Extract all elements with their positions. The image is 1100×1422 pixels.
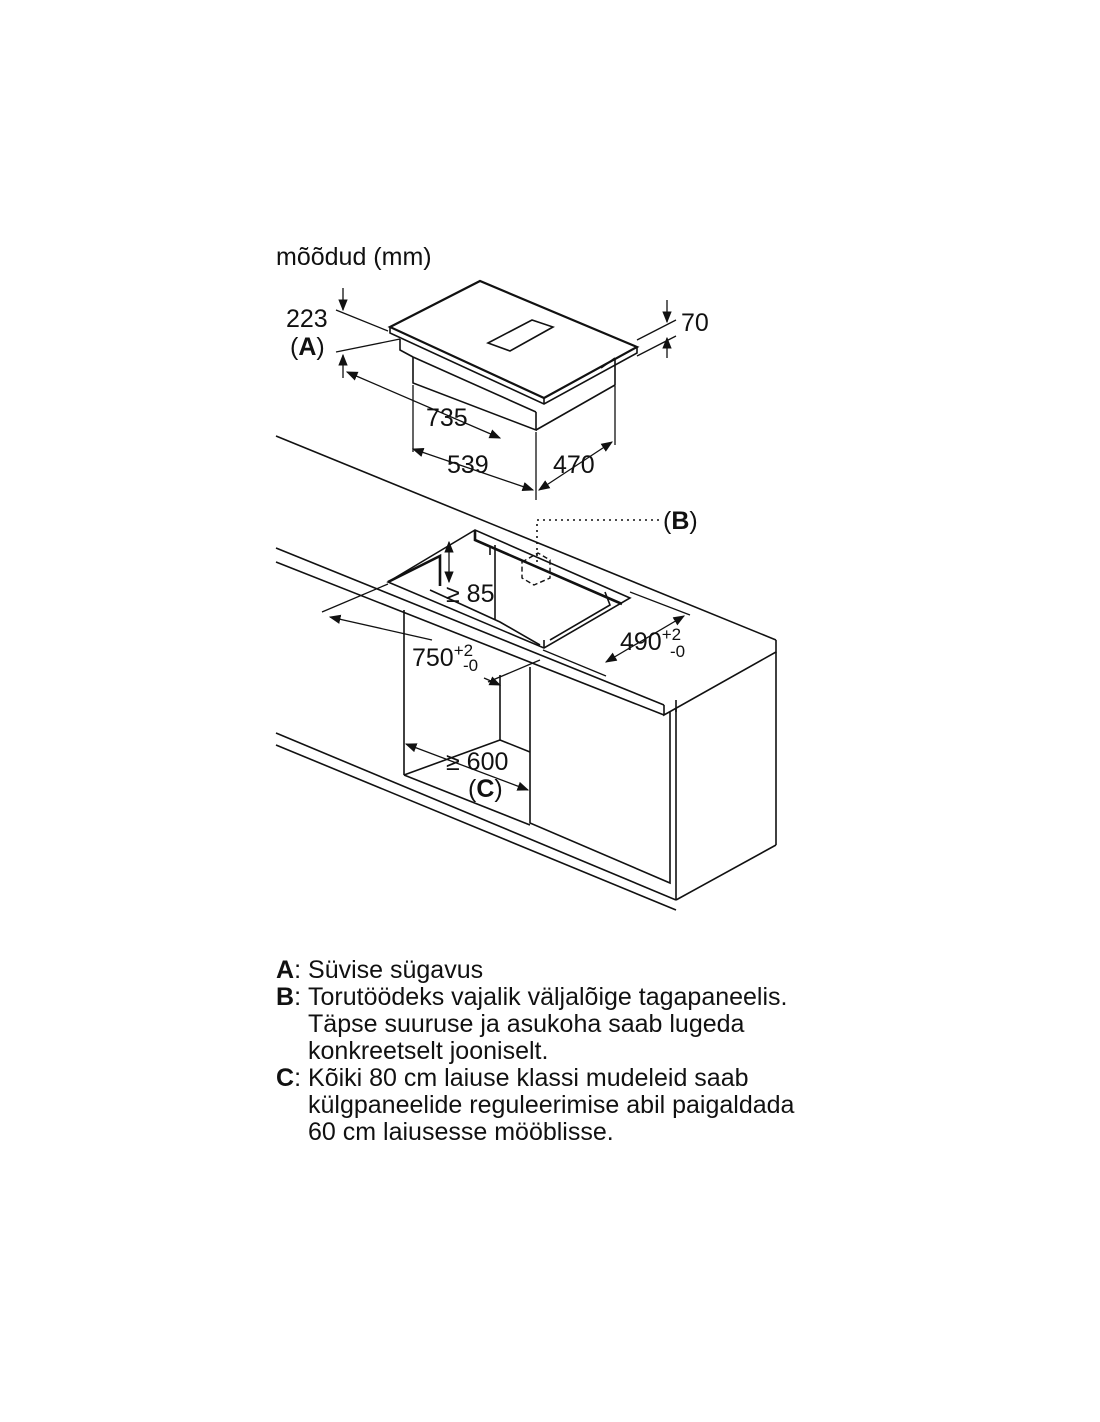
legend-text: Torutöödeks vajalik väljalõige tagapanee… [308,983,788,1011]
downdraft-vent [486,319,555,352]
legend-text: konkreetselt jooniselt. [308,1037,549,1065]
legend-text: külgpaneelide reguleerimise abil paigald… [308,1091,795,1119]
hob-unit [387,279,640,432]
worktop-cabinet [275,435,777,911]
pipe-cutout-b [521,519,660,586]
legend-text: Täpse suuruse ja asukoha saab lugeda [308,1010,745,1038]
dim-min-85: ≥ 85 [446,580,494,608]
legend-text: Kõiki 80 cm laiuse klassi mudeleid saab [308,1064,749,1092]
dim-223: 223 [286,305,328,333]
dim-490: 490+2 [620,625,681,656]
units-label: mõõdud (mm) [276,243,432,271]
dim-750-tol-minus: -0 [463,656,478,675]
legend-item-c: C: Kõiki 80 cm laiuse klassi mudeleid sa… [276,1064,795,1146]
ref-b-label: (B) [663,507,698,535]
legend-item-b: B: Torutöödeks vajalik väljalõige tagapa… [276,983,788,1065]
dim-min-600: ≥ 600 [446,748,508,776]
ref-a-label: (A) [290,333,325,361]
dim-490-tol-minus: -0 [670,642,685,661]
ref-c-label: (C) [468,775,503,803]
hob-glass-top [387,279,640,400]
legend-key: C [276,1064,295,1092]
dim-470: 470 [553,451,595,479]
dim-70: 70 [681,309,709,337]
legend-key: B [276,983,295,1011]
dim-735: 735 [426,404,468,432]
legend-item-a: A: Süvise sügavus [276,956,484,984]
legend: A: Süvise sügavus B: Torutöödeks vajalik… [276,957,916,1146]
legend-text: Süvise sügavus [308,956,484,984]
dim-539: 539 [447,451,489,479]
worktop-cutout [386,529,632,649]
cabinet-dimensions [321,540,691,791]
hob-dimensions [335,288,677,500]
legend-text: 60 cm laiusesse mööblisse. [308,1118,614,1146]
dim-750: 750+2 [412,641,473,672]
legend-key: A [276,956,295,984]
